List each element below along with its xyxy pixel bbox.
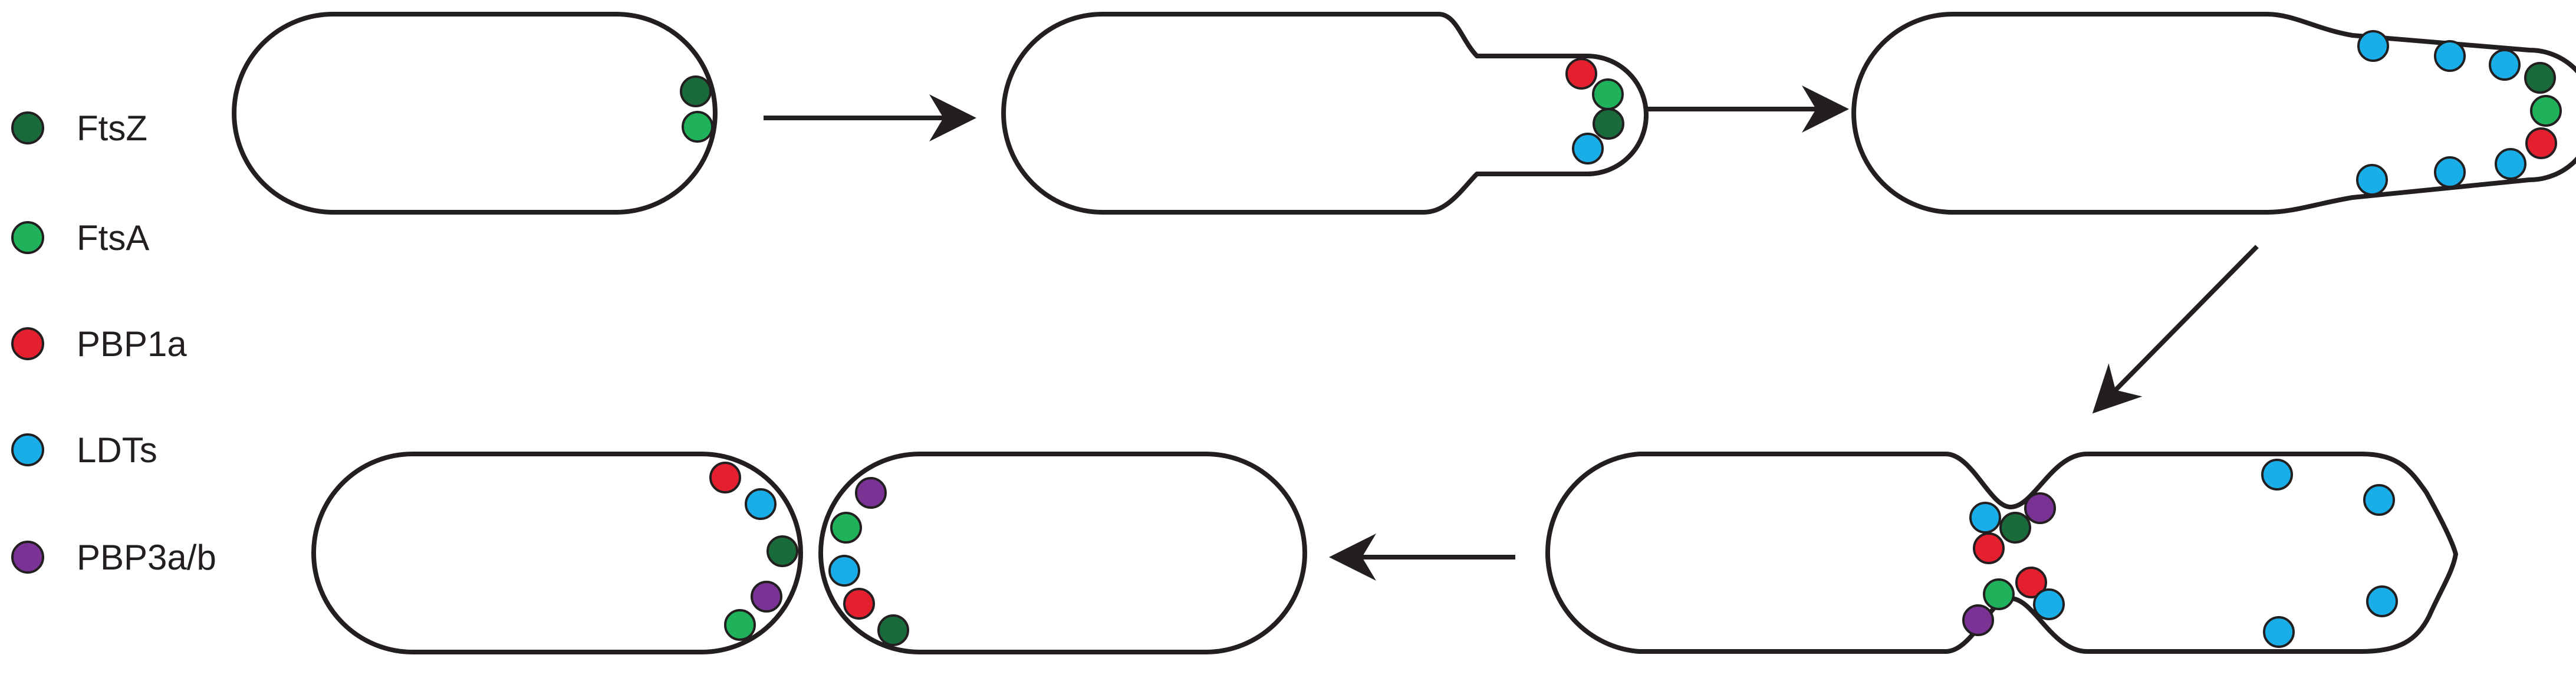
ftsa-dot xyxy=(1983,578,2015,610)
legend-item-pbp3: PBP3a/b xyxy=(11,538,216,577)
left-daughter-cell-outline xyxy=(311,452,803,654)
ldts-dot xyxy=(2357,30,2389,62)
ldts-dot xyxy=(2489,49,2521,81)
ldts-dot xyxy=(1572,133,1604,164)
legend: FtsZ FtsA PBP1a LDTs PBP3a/b xyxy=(11,108,216,577)
ftsa-dot xyxy=(830,512,862,544)
ldts-dot xyxy=(2434,40,2466,72)
ldts-dot xyxy=(2495,148,2526,180)
pbp1a-dot xyxy=(1565,58,1597,90)
legend-item-ftsa: FtsA xyxy=(11,218,149,258)
ftsa-legend-dot xyxy=(11,221,44,254)
arrow-stage3-to-stage4 xyxy=(2092,245,2259,414)
ldts-dot xyxy=(2263,616,2295,648)
stage-5-separated-daughters xyxy=(311,452,1307,654)
pbp3-dot xyxy=(1962,604,1994,636)
pbp1a-dot xyxy=(843,588,875,620)
pbp1a-dot xyxy=(2525,127,2557,159)
pbp1a-legend-dot xyxy=(11,327,44,360)
ldts-dot xyxy=(1969,502,2001,534)
ftsa-dot xyxy=(682,111,713,143)
stage-3-pole-elongation xyxy=(1851,12,2576,215)
ftsz-dot xyxy=(877,614,909,646)
pbp3-legend-dot xyxy=(11,541,44,574)
ldts-dot xyxy=(2434,156,2466,188)
stage-1-initial-cell xyxy=(232,12,718,215)
ldts-dot xyxy=(745,488,777,520)
ldts-dot xyxy=(2363,484,2395,516)
legend-label-ftsa: FtsA xyxy=(77,218,149,258)
right-daughter-cell-outline xyxy=(818,452,1307,654)
pbp3-dot xyxy=(2024,492,2056,524)
ftsz-dot xyxy=(680,75,712,107)
cell-outline xyxy=(1851,12,2576,215)
ftsz-dot xyxy=(1593,108,1624,140)
legend-label-ldts: LDTs xyxy=(77,430,157,470)
ftsz-dot xyxy=(2524,62,2556,94)
ftsa-dot xyxy=(1592,78,1624,110)
stage-4-constriction xyxy=(1545,452,2458,654)
ldts-dot xyxy=(2261,459,2293,491)
ftsz-dot xyxy=(766,535,798,567)
legend-label-pbp1a: PBP1a xyxy=(77,324,187,364)
legend-item-ftsz: FtsZ xyxy=(11,108,147,148)
cell-outline xyxy=(232,12,718,215)
ftsz-legend-dot xyxy=(11,111,44,144)
cell-outline xyxy=(1545,452,2458,654)
pbp1a-dot xyxy=(709,462,741,493)
ldts-dot xyxy=(2356,164,2388,196)
legend-label-ftsz: FtsZ xyxy=(77,108,147,148)
ldts-dot xyxy=(828,555,860,587)
ftsa-dot xyxy=(2530,95,2562,127)
ftsz-dot xyxy=(1999,512,2031,544)
ldts-dot xyxy=(2366,585,2398,617)
pbp3-dot xyxy=(855,477,887,509)
ldts-legend-dot xyxy=(11,433,44,466)
ftsa-dot xyxy=(724,609,756,641)
ldts-dot xyxy=(2033,588,2065,620)
legend-label-pbp3: PBP3a/b xyxy=(77,538,216,577)
legend-item-pbp1a: PBP1a xyxy=(11,324,187,364)
pbp1a-dot xyxy=(2015,567,2047,598)
pbp3-dot xyxy=(751,581,782,613)
legend-item-ldts: LDTs xyxy=(11,430,157,470)
pbp1a-dot xyxy=(1973,532,2005,564)
cell-outline xyxy=(1001,12,1649,215)
stage-2-pole-bulge xyxy=(1001,12,1649,215)
